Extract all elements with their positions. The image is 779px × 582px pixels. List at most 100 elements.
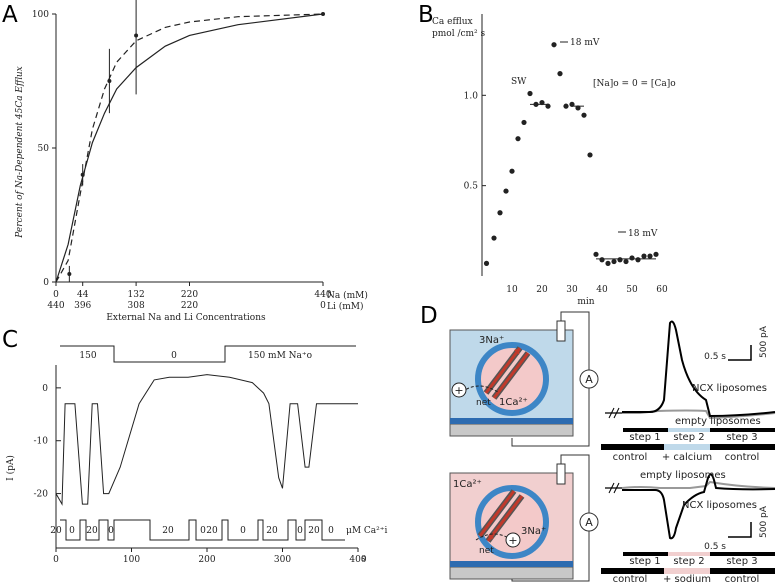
bottom-axis-break-icon xyxy=(608,482,620,494)
ncx-transporter-icon xyxy=(483,346,531,400)
panel-d-top-schematic: 3Na⁺ 1Ca²⁺ net + A xyxy=(449,311,599,447)
panel-d-bottom-steps: step 1 step 2 step 3 control + sodium co… xyxy=(601,552,775,582)
top-ion-a: 3Na⁺ xyxy=(479,335,504,346)
panel-a-x-tick-label-na: 44 xyxy=(77,290,89,300)
top-electrode xyxy=(556,320,566,342)
panel-a-data-point xyxy=(134,33,139,38)
panel-c-ca-label: 0 xyxy=(69,526,75,536)
bottom-condition2: + sodium xyxy=(663,574,711,582)
top-step2: step 2 xyxy=(673,432,704,443)
top-step1-bar xyxy=(623,428,668,432)
panel-b-y-tick-label: 1.0 xyxy=(464,91,479,101)
bottom-positive-charge-icon xyxy=(505,532,521,548)
panel-b-mean-bars xyxy=(530,41,656,260)
panel-c-na-protocol-line xyxy=(60,345,356,363)
top-control2-bar xyxy=(710,444,775,450)
panel-a-x-unit-na: Na (mM) xyxy=(327,290,368,301)
panel-b-data-point xyxy=(539,99,545,106)
bottom-step2-bar xyxy=(668,552,710,556)
panel-a-x-tick-label-li: 220 xyxy=(181,301,198,311)
panel-b-data-point xyxy=(557,71,563,77)
panel-b-x-tick-label: 30 xyxy=(566,285,578,295)
top-ncx-liposomes-trace xyxy=(622,320,776,418)
panel-b-data-point xyxy=(569,101,575,107)
panel-c-ca-label: 20 xyxy=(162,526,174,536)
panel-a-x-tick-label-li: 0 xyxy=(320,301,326,311)
panel-d-top-steps: step 1 step 2 step 3 control + calcium c… xyxy=(601,428,775,463)
bottom-scale-current: 500 pA xyxy=(759,505,769,538)
panel-a-x-label: External Na and Li Concentrations xyxy=(106,313,266,323)
panel-letter-b: B xyxy=(418,2,434,28)
top-plus-sign: + xyxy=(454,384,463,397)
panel-c-na-0: 0 xyxy=(171,351,177,361)
top-step3: step 3 xyxy=(726,432,757,443)
panel-b-x-tick-label: 20 xyxy=(536,285,548,295)
bottom-electrode xyxy=(556,463,566,485)
panel-c-y-tick-label: -10 xyxy=(34,437,49,447)
panel-b-data-point xyxy=(653,251,659,257)
panel-b-data-point xyxy=(503,188,509,194)
bottom-step1-bar xyxy=(623,552,668,556)
panel-c-current-trace xyxy=(55,374,358,506)
top-step3-bar xyxy=(710,428,775,432)
panel-c-x-tick-label: 0 xyxy=(53,555,59,565)
panel-b-data-point xyxy=(587,152,593,158)
bottom-sodium-bar xyxy=(664,568,710,574)
panel-b-y-tick-label: 0.5 xyxy=(464,182,479,192)
panel-c-y-tick-label: -20 xyxy=(34,490,49,500)
panel-b-y-units: pmol /cm² s xyxy=(432,29,486,39)
bottom-scale-bar xyxy=(728,522,752,538)
panel-b-data-point xyxy=(563,103,569,109)
top-step1: step 1 xyxy=(629,432,660,443)
panel-b-data-point xyxy=(497,210,503,216)
panel-b-data-point xyxy=(575,105,581,111)
panel-letter-a: A xyxy=(2,2,18,28)
panel-c-x-tick-label: 100 xyxy=(123,555,140,565)
bottom-ion-a: 1Ca²⁺ xyxy=(453,479,482,490)
bottom-control1-bar xyxy=(601,568,664,574)
panel-a-data-point xyxy=(80,172,85,177)
panel-c-x-unit: s xyxy=(361,554,366,564)
bottom-step3: step 3 xyxy=(726,556,757,567)
bottom-control2-bar xyxy=(710,568,775,574)
top-axis-break-icon xyxy=(608,407,620,419)
panel-b-data-point xyxy=(581,112,587,118)
panel-b-annotation-18mv-top: 18 mV xyxy=(570,38,600,48)
panel-c-x-tick-label: 200 xyxy=(198,555,215,565)
panel-c-ca-protocol-line xyxy=(60,519,345,541)
bottom-condition3: control xyxy=(725,574,760,582)
bottom-ammeter-label: A xyxy=(585,516,593,529)
bottom-ammeter-icon xyxy=(579,512,599,532)
panel-b-data-point xyxy=(521,119,527,126)
panel-a-data-point xyxy=(321,12,325,16)
panel-b-data-point xyxy=(629,255,635,261)
panel-c-ca-label: 20 xyxy=(50,526,62,536)
panel-a-axes xyxy=(55,14,323,283)
bottom-ncx-label: NCX liposomes xyxy=(682,500,757,511)
panel-a-y-tick-label: 100 xyxy=(32,10,49,20)
panel-c-ca-label: 20 xyxy=(308,526,320,536)
bottom-empty-liposomes-trace xyxy=(621,480,776,489)
panel-b-annotation-18mv-bottom: 18 mV xyxy=(628,229,658,239)
panel-c-ca-label: μM Ca²⁺i xyxy=(346,526,388,536)
top-condition2: + calcium xyxy=(662,452,712,463)
panel-a-y-label: Percent of Na-Dependent 45Ca Efflux xyxy=(15,66,25,238)
panel-c-ca-label: 0 xyxy=(328,526,334,536)
panel-d: D 3Na⁺ 1Ca²⁺ net + A xyxy=(420,303,776,582)
panel-b-data-point xyxy=(617,257,623,263)
panel-a-x-tick-label-li: 396 xyxy=(74,301,91,311)
top-condition1: control xyxy=(613,452,648,463)
support-base-bottom xyxy=(449,566,574,580)
bottom-scale-time: 0.5 s xyxy=(704,542,726,552)
panel-b-data-point xyxy=(605,260,611,266)
top-control1-bar xyxy=(601,444,664,450)
top-condition3: control xyxy=(725,452,760,463)
bottom-step1: step 1 xyxy=(629,556,660,567)
panel-b-data-point xyxy=(509,168,515,174)
panel-b-data-point xyxy=(623,258,629,265)
